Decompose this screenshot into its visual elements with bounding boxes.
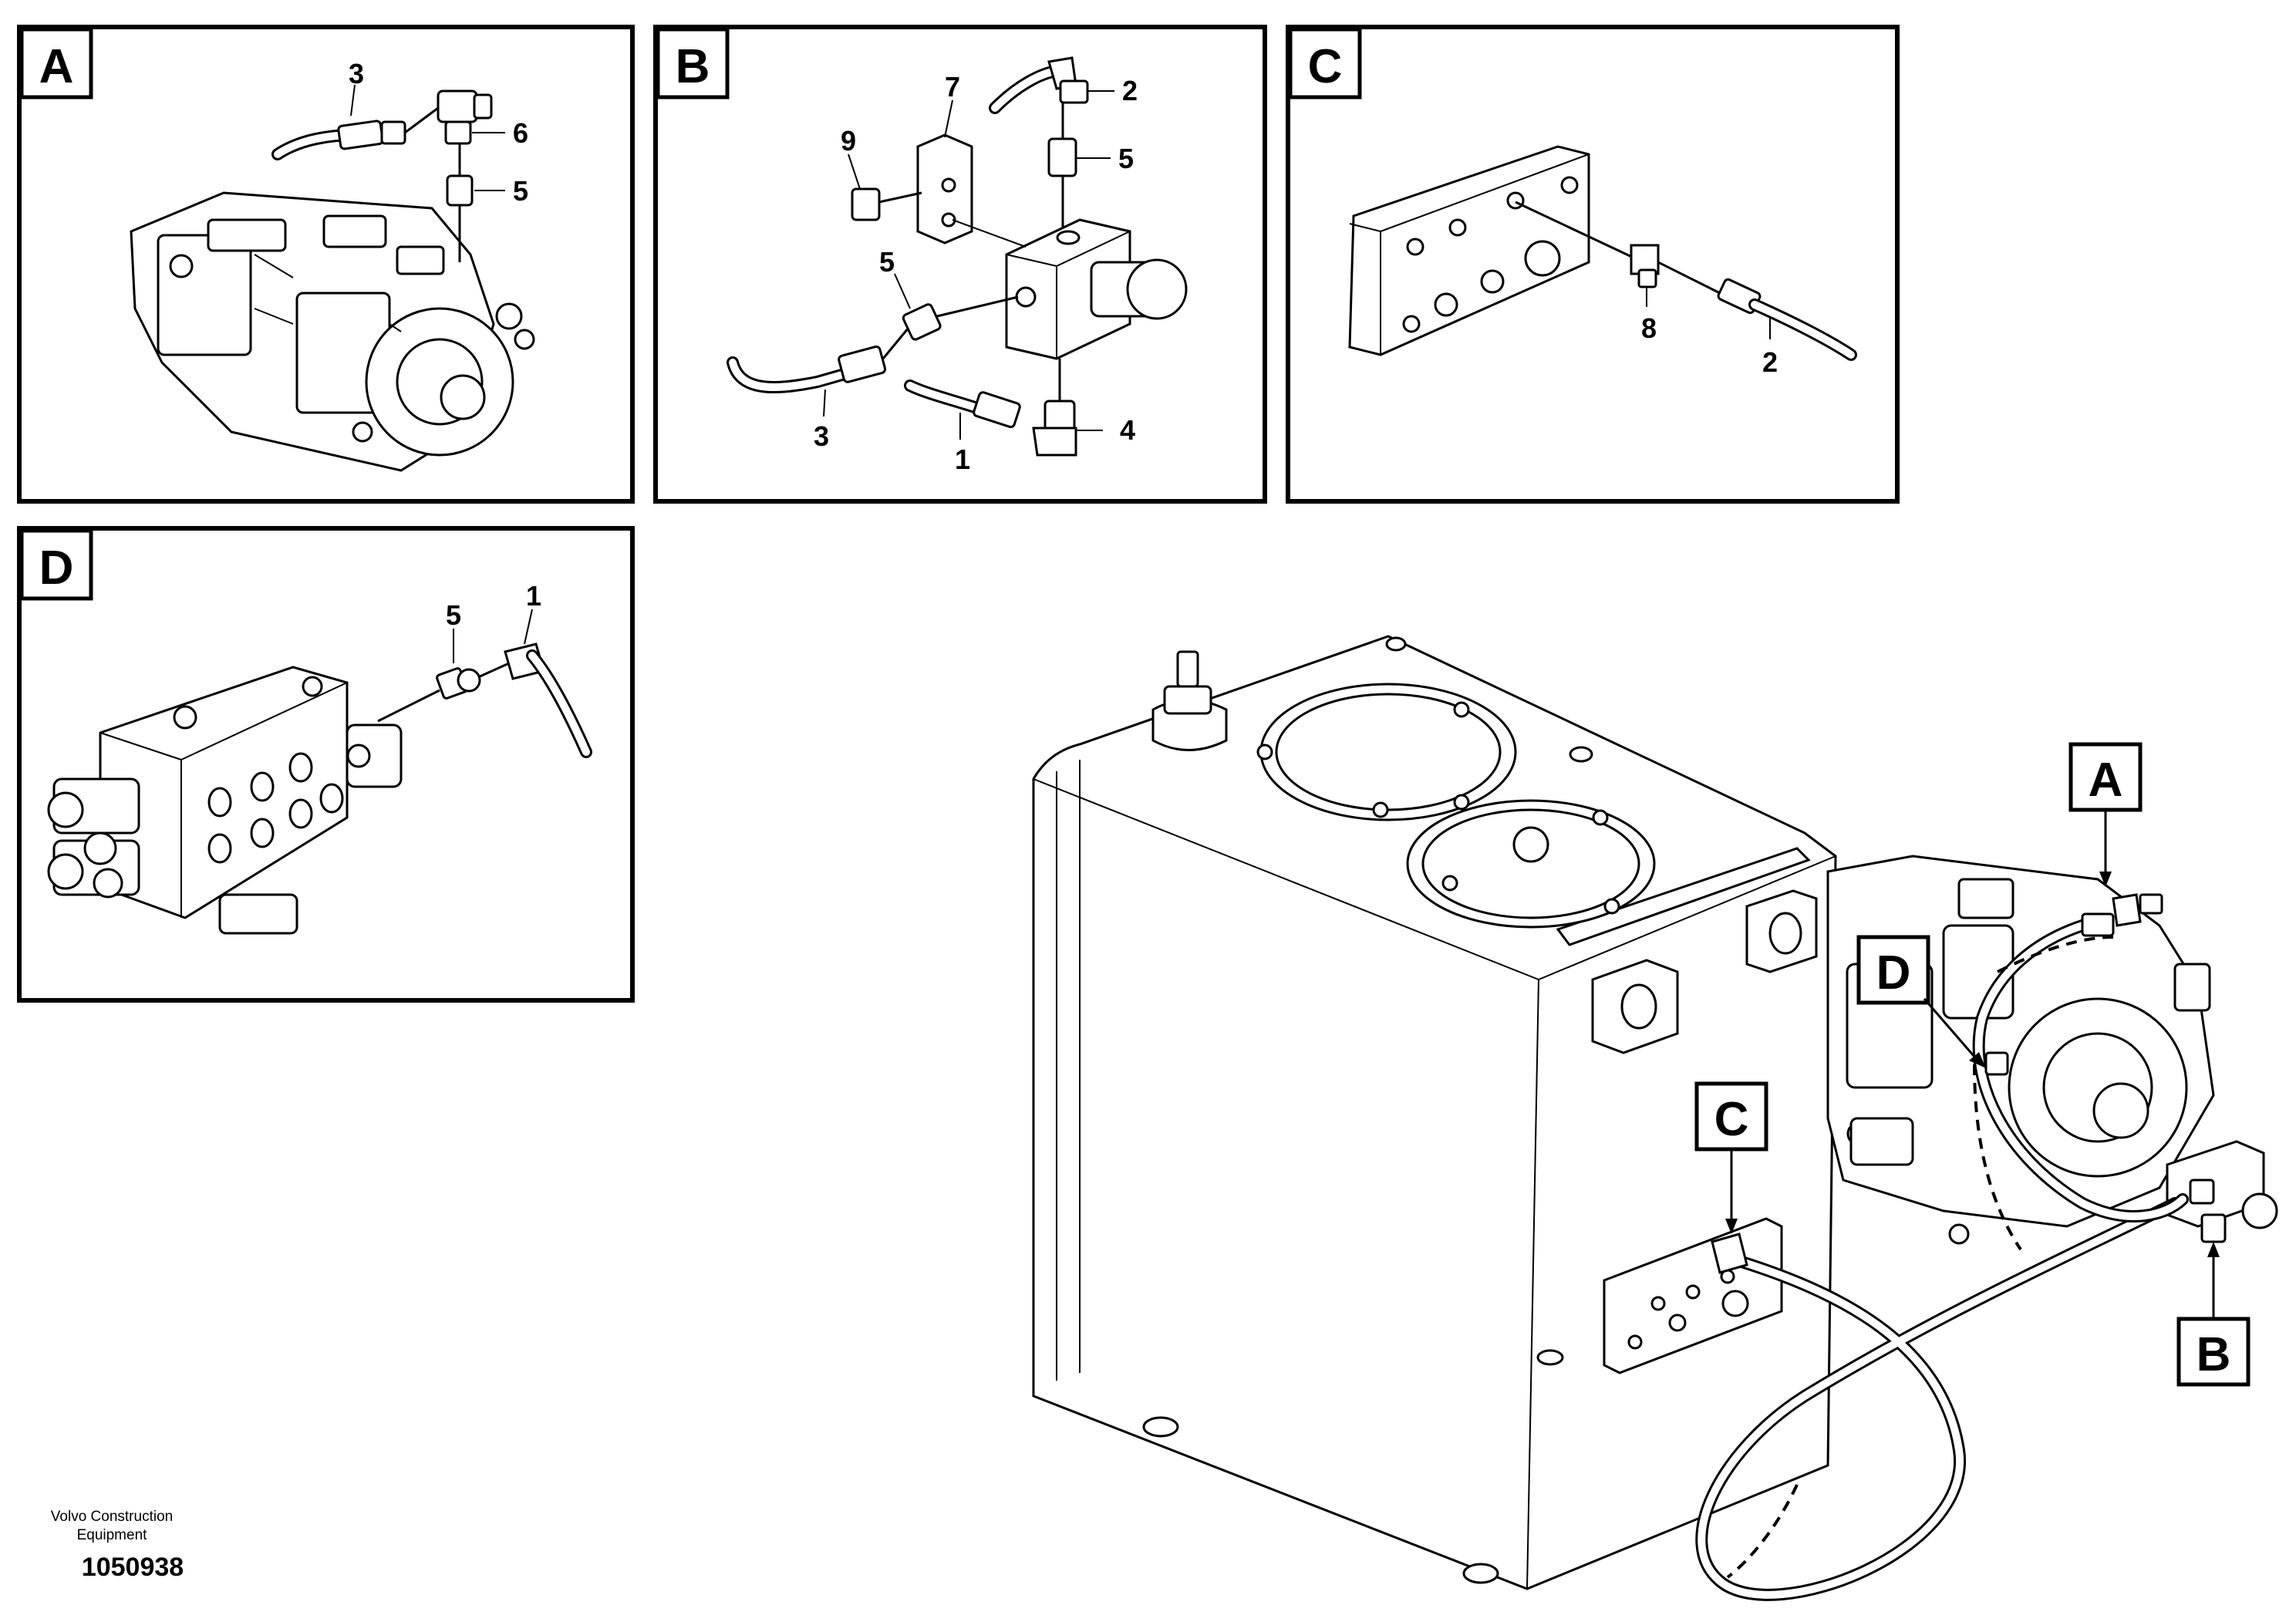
callout-b-1: 1 — [955, 443, 970, 475]
hose-icon — [271, 120, 406, 160]
main-label-a-box — [2068, 742, 2143, 812]
company-line-2: Equipment — [77, 1527, 148, 1543]
main-label-a: A — [2089, 754, 2123, 807]
company-line-1: Volvo Construction — [51, 1509, 173, 1525]
callout-a-6: 6 — [513, 117, 528, 149]
main-label-d: D — [1876, 946, 1911, 1000]
panel-c-tag-box — [1288, 27, 1362, 99]
panel-b: B — [653, 25, 1267, 504]
panel-a-tag: A — [39, 40, 74, 93]
arrow-c — [1725, 1219, 1738, 1234]
callout-b-7: 7 — [945, 71, 960, 103]
panel-d-tag: D — [39, 541, 74, 595]
callout-d-5: 5 — [446, 599, 461, 631]
callout-b-2: 2 — [1122, 75, 1138, 106]
panel-b-tag-box — [656, 27, 730, 99]
footer: Volvo Construction Equipment 1050938 — [51, 1509, 184, 1582]
valve-block-icon — [727, 56, 1188, 457]
main-label-b-box — [2176, 1317, 2250, 1387]
fitting-icon — [1711, 893, 2163, 1274]
hydraulic-tank-icon — [1032, 635, 1837, 1590]
callout-c-8: 8 — [1641, 312, 1657, 344]
main-view: A D C B — [1032, 635, 2278, 1601]
main-label-c: C — [1714, 1093, 1749, 1146]
arrow-d — [1969, 1052, 1986, 1068]
panel-c-tag: C — [1308, 40, 1343, 93]
callout-b-5-top: 5 — [1118, 143, 1134, 174]
arrow-a — [2099, 872, 2112, 887]
callout-d-1: 1 — [526, 580, 541, 612]
callout-b-3: 3 — [814, 420, 829, 452]
panel-d-tag-box — [19, 528, 93, 601]
callout-c-2: 2 — [1762, 346, 1778, 378]
callout-a-3: 3 — [349, 58, 364, 89]
callout-a-5: 5 — [513, 175, 528, 207]
main-label-b: B — [2197, 1328, 2231, 1381]
valve-block-icon — [2166, 1140, 2278, 1243]
callout-b-5-left: 5 — [879, 246, 895, 278]
valve-block-icon — [47, 642, 592, 935]
drawing-number: 1050938 — [82, 1553, 184, 1582]
callout-b-9: 9 — [841, 125, 856, 157]
panel-d: D — [17, 526, 635, 1003]
panel-a: A — [17, 25, 635, 504]
hose-icon — [1695, 919, 2189, 1601]
arrow-b — [2207, 1242, 2220, 1257]
hydraulic-pump-icon — [130, 191, 535, 472]
panel-a-tag-box — [19, 27, 93, 99]
panel-b-tag: B — [676, 40, 710, 93]
panel-c: C 8 2 — [1286, 25, 1900, 504]
main-label-d-box — [1856, 935, 1930, 1005]
fitting-icon — [1348, 145, 1857, 361]
callout-b-4: 4 — [1120, 414, 1135, 446]
fitting-icon — [404, 89, 493, 262]
